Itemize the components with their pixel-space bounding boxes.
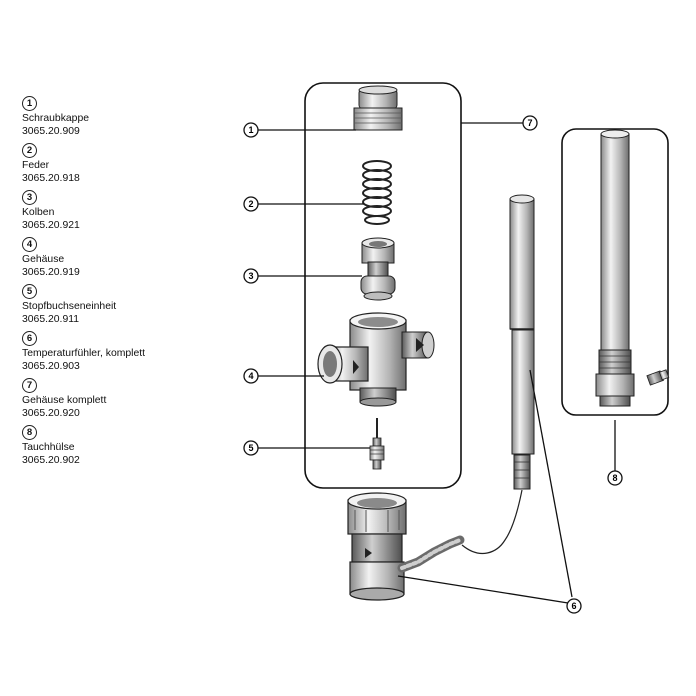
callout-7: 7 — [522, 115, 538, 131]
legend-number-badge: 5 — [22, 284, 37, 299]
legend-number-badge: 3 — [22, 190, 37, 205]
legend-part-code: 3065.20.909 — [22, 126, 80, 137]
legend-part-code: 3065.20.918 — [22, 173, 80, 184]
callout-4-label: 4 — [248, 371, 253, 381]
legend-number-badge: 7 — [22, 378, 37, 393]
immersion-sleeve-frame — [561, 128, 669, 416]
legend-item-5: 5 Stopfbuchseneinheit 3065.20.911 — [22, 281, 222, 326]
callout-4: 4 — [243, 368, 259, 384]
callout-3-label: 3 — [248, 271, 253, 281]
legend-part-code: 3065.20.921 — [22, 220, 80, 231]
callout-2-label: 2 — [248, 199, 253, 209]
housing-assembly-frame — [304, 82, 462, 489]
piston-part — [360, 237, 396, 301]
callout-3: 3 — [243, 268, 259, 284]
legend-part-name: Gehäuse — [22, 254, 65, 265]
legend-item-4: 4 Gehäuse 3065.20.919 — [22, 234, 222, 279]
parts-legend: 1 Schraubkappe 3065.20.909 2 Feder 3065.… — [22, 93, 222, 469]
housing-part — [317, 312, 435, 407]
legend-part-name: Tauchhülse — [22, 442, 75, 453]
legend-part-code: 3065.20.920 — [22, 408, 80, 419]
legend-part-name: Temperaturfühler, komplett — [22, 348, 146, 359]
immersion-sleeve-part — [595, 129, 670, 407]
legend-number-badge: 4 — [22, 237, 37, 252]
legend-number-badge: 1 — [22, 96, 37, 111]
callout-8-label: 8 — [612, 473, 617, 483]
leader-lines — [258, 122, 616, 604]
screw-cap-part — [353, 85, 403, 131]
callout-8: 8 — [607, 470, 623, 486]
legend-part-code: 3065.20.919 — [22, 267, 80, 278]
legend-part-name: Gehäuse komplett — [22, 395, 107, 406]
callout-7-label: 7 — [527, 118, 532, 128]
legend-number-badge: 8 — [22, 425, 37, 440]
legend-part-code: 3065.20.903 — [22, 361, 80, 372]
legend-part-name: Stopfbuchseneinheit — [22, 301, 117, 312]
callout-6: 6 — [566, 598, 582, 614]
legend-item-2: 2 Feder 3065.20.918 — [22, 140, 222, 185]
legend-item-8: 8 Tauchhülse 3065.20.902 — [22, 422, 222, 467]
legend-part-name: Schraubkappe — [22, 113, 90, 124]
temperature-sensor-part — [347, 194, 535, 601]
legend-item-1: 1 Schraubkappe 3065.20.909 — [22, 93, 222, 138]
legend-number-badge: 6 — [22, 331, 37, 346]
legend-item-6: 6 Temperaturfühler, komplett 3065.20.903 — [22, 328, 222, 373]
callout-5: 5 — [243, 440, 259, 456]
callout-1-label: 1 — [248, 125, 253, 135]
legend-number-badge: 2 — [22, 143, 37, 158]
callout-2: 2 — [243, 196, 259, 212]
legend-part-code: 3065.20.911 — [22, 314, 80, 325]
legend-item-7: 7 Gehäuse komplett 3065.20.920 — [22, 375, 222, 420]
legend-part-name: Kolben — [22, 207, 55, 218]
callout-6-label: 6 — [571, 601, 576, 611]
gland-unit-part — [369, 418, 385, 470]
legend-part-code: 3065.20.902 — [22, 455, 80, 466]
legend-item-3: 3 Kolben 3065.20.921 — [22, 187, 222, 232]
callout-1: 1 — [243, 122, 259, 138]
callout-5-label: 5 — [248, 443, 253, 453]
spring-part — [362, 160, 392, 225]
legend-part-name: Feder — [22, 160, 50, 171]
